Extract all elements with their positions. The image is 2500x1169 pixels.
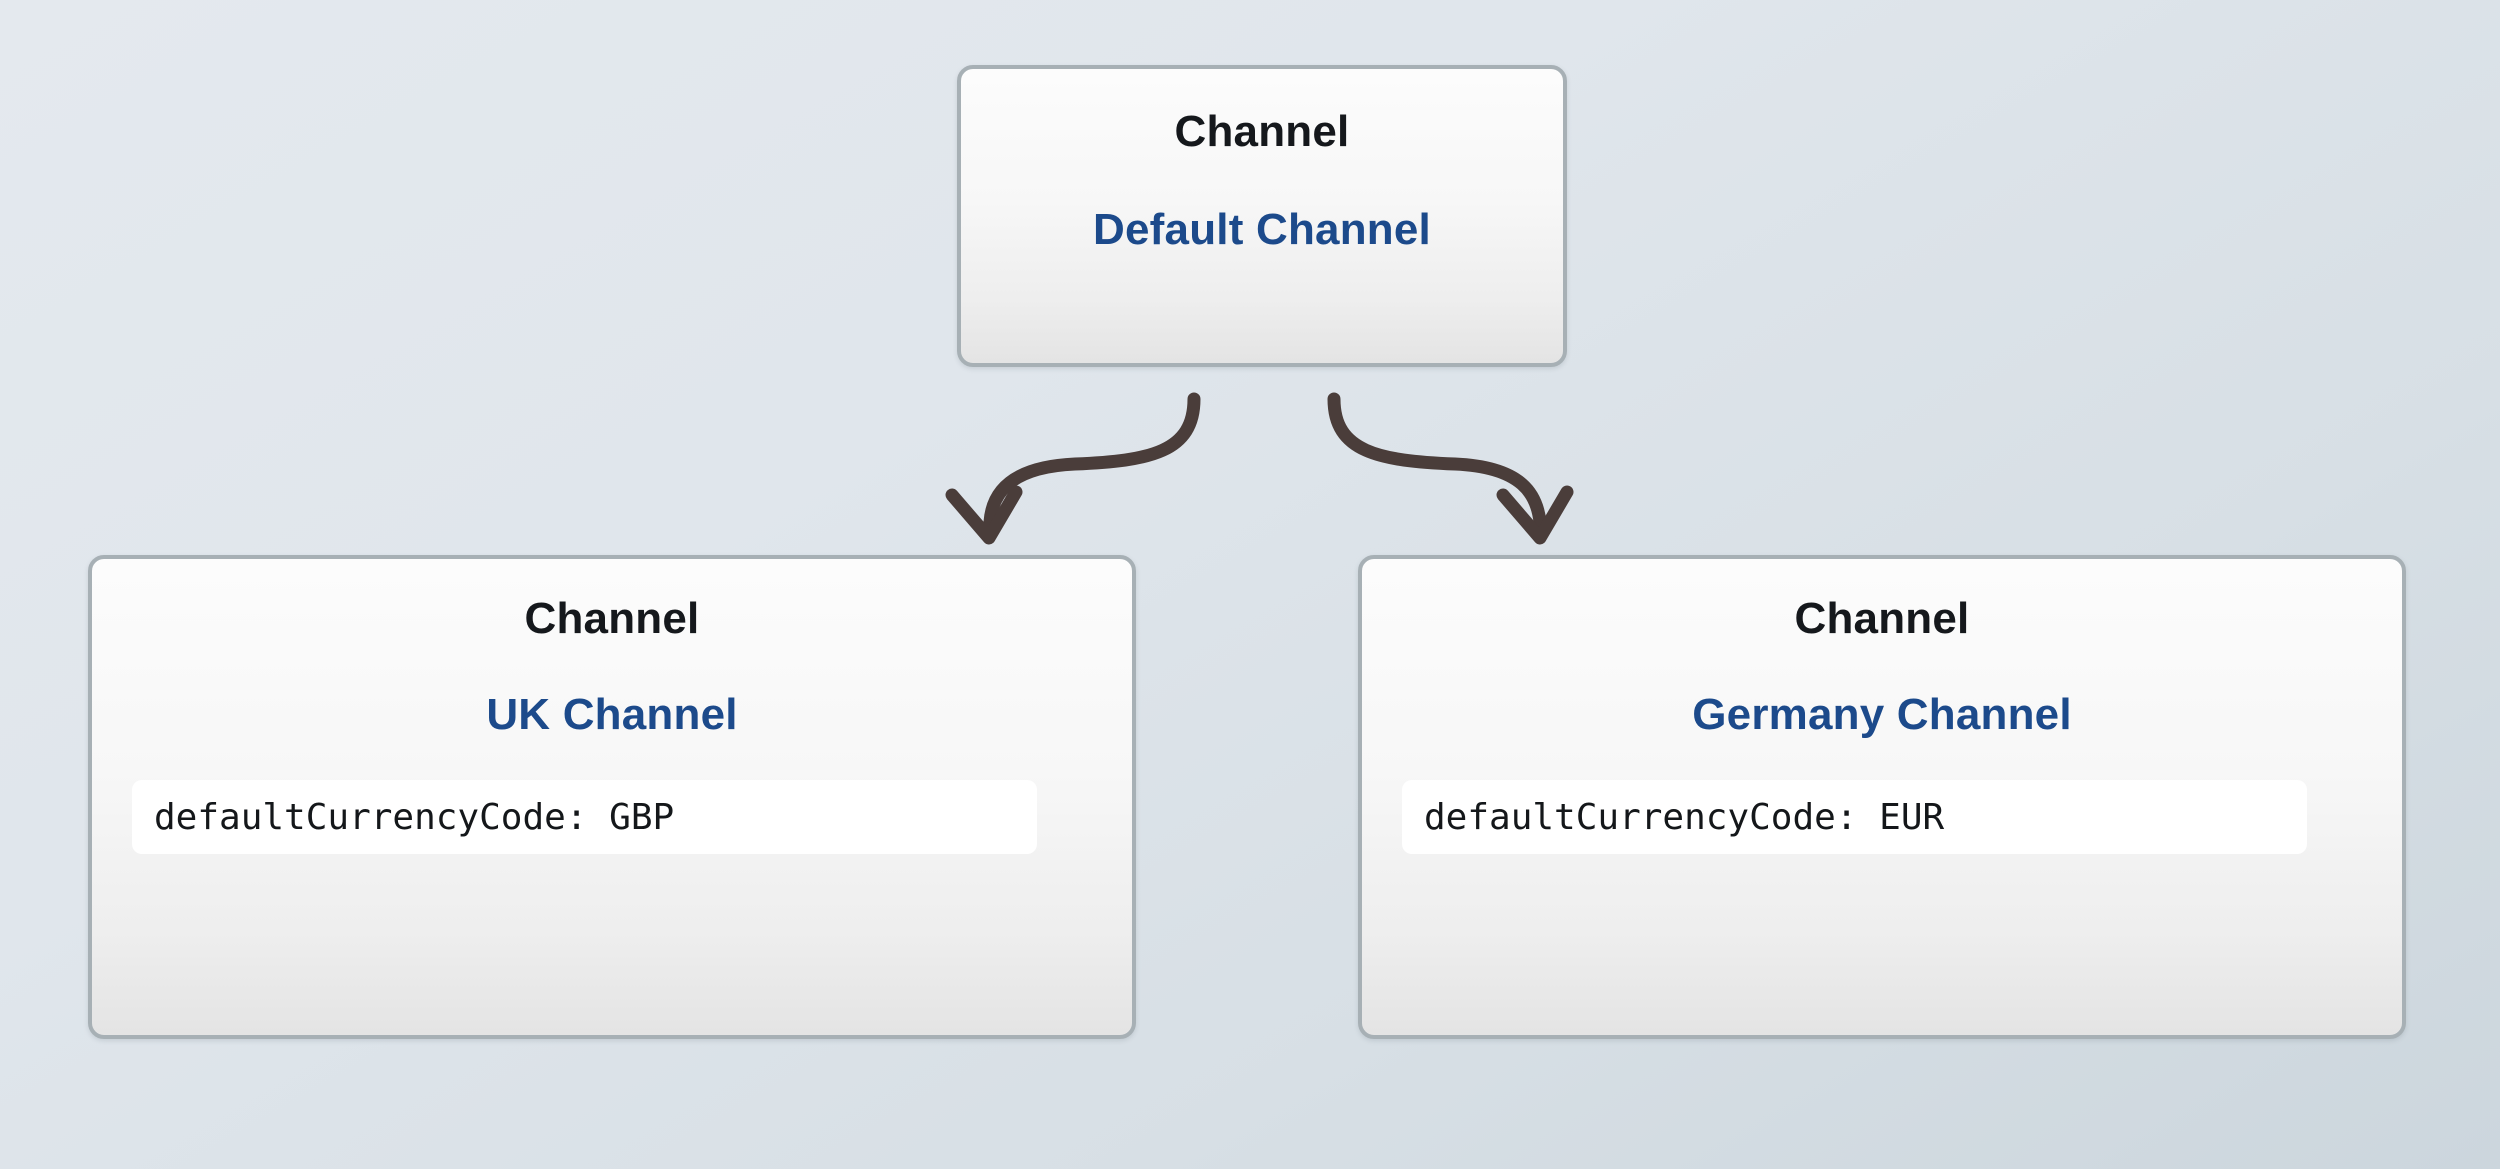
node-attribute-default-currency-code: defaultCurrencyCode: EUR: [1402, 780, 2307, 854]
node-attribute-default-currency-code: defaultCurrencyCode: GBP: [132, 780, 1037, 854]
node-title-label: Default Channel: [1093, 205, 1431, 254]
node-uk-channel[interactable]: Channel UK Channel defaultCurrencyCode: …: [88, 555, 1136, 1039]
node-title-label: UK Channel: [486, 690, 738, 739]
connector-root-to-uk-line: [983, 392, 1201, 529]
node-type-label: Channel: [1174, 107, 1350, 156]
connector-root-to-uk-arrowhead: [945, 485, 1023, 545]
node-title-label: Germany Channel: [1692, 690, 2072, 739]
node-germany-channel[interactable]: Channel Germany Channel defaultCurrencyC…: [1358, 555, 2406, 1039]
node-type-label: Channel: [1794, 594, 1970, 643]
node-type-label: Channel: [524, 594, 700, 643]
connector-root-to-germany-arrowhead: [1496, 485, 1574, 545]
connector-root-to-germany: [1327, 392, 1574, 545]
connector-root-to-uk: [945, 392, 1201, 545]
connector-root-to-germany-line: [1327, 392, 1547, 529]
node-default-channel[interactable]: Channel Default Channel: [957, 65, 1567, 367]
